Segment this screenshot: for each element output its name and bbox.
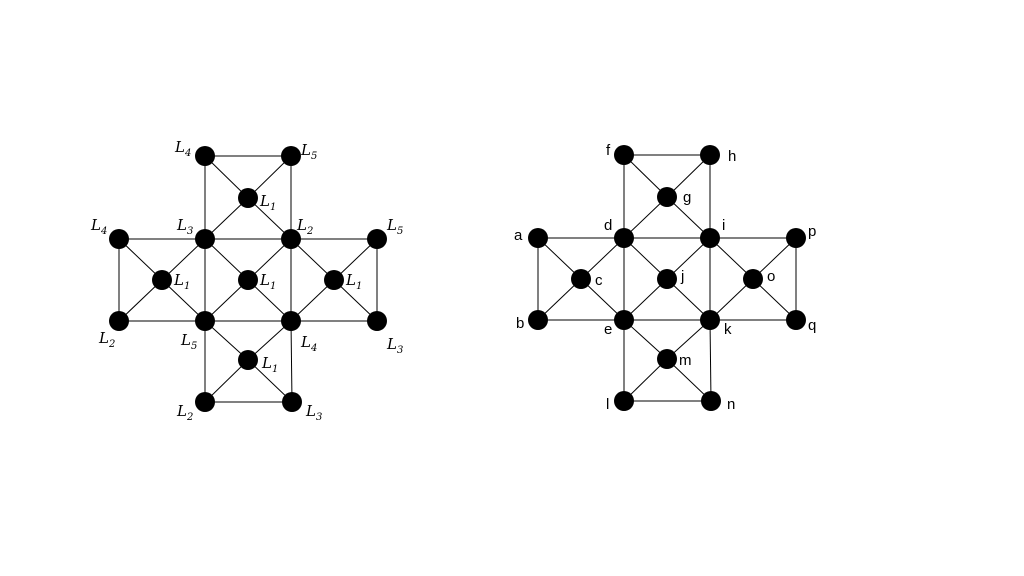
vertex-label: L1: [259, 271, 276, 292]
right-graph: f h g d i a p c j o b e k q m l n: [514, 142, 816, 413]
edge: [247, 359, 293, 403]
vertex-label: k: [724, 321, 732, 338]
edge: [666, 154, 711, 198]
vertex-label: b: [516, 315, 524, 332]
vertex-left-outer-top: [109, 229, 129, 249]
vertex-label: d: [604, 217, 612, 234]
vertex-upper-right: [700, 228, 720, 248]
vertex-label: q: [808, 317, 816, 334]
edge: [709, 319, 712, 402]
vertex-label: L3: [176, 216, 193, 237]
vertex-bottom-left: [195, 392, 215, 412]
vertex-label: l: [606, 396, 609, 413]
vertex-label: L4: [174, 138, 191, 159]
edge: [623, 358, 668, 402]
vertex-right-center: [743, 269, 763, 289]
vertex-label: L4: [90, 216, 107, 237]
vertex-label: L1: [261, 354, 278, 375]
vertex-center: [657, 269, 677, 289]
vertex-center: [238, 270, 258, 290]
vertex-label: L1: [173, 271, 190, 292]
vertex-label: g: [683, 189, 691, 206]
vertex-left-center: [152, 270, 172, 290]
vertex-lower-left: [195, 311, 215, 331]
vertex-top-left: [195, 146, 215, 166]
vertex-lower-left: [614, 310, 634, 330]
vertex-label: j: [680, 268, 684, 285]
edge: [666, 358, 712, 402]
vertex-label: L2: [98, 329, 115, 350]
vertex-left-outer-bottom: [109, 311, 129, 331]
vertex-label: L1: [259, 192, 276, 213]
vertex-label: p: [808, 223, 816, 240]
vertex-upper-left: [195, 229, 215, 249]
vertex-bottom-center: [657, 349, 677, 369]
vertex-label: n: [727, 396, 735, 413]
vertex-top-left: [614, 145, 634, 165]
vertex-label: a: [514, 227, 523, 244]
vertex-left-center: [571, 269, 591, 289]
edge: [247, 155, 292, 199]
vertex-right-outer-top: [367, 229, 387, 249]
edge: [204, 359, 249, 403]
vertex-label: e: [604, 321, 612, 338]
vertex-right-outer-bottom: [367, 311, 387, 331]
vertex-bottom-right: [282, 392, 302, 412]
edge: [623, 154, 668, 198]
vertex-lower-right: [700, 310, 720, 330]
vertex-label: o: [767, 268, 775, 285]
vertex-label: c: [595, 272, 603, 289]
vertex-right-outer-top: [786, 228, 806, 248]
vertex-label: L2: [176, 402, 193, 423]
vertex-label: L5: [386, 216, 403, 237]
vertex-bottom-left: [614, 391, 634, 411]
vertex-label: L2: [296, 216, 313, 237]
vertex-top-center: [238, 188, 258, 208]
vertex-label: L5: [180, 331, 197, 352]
vertex-upper-right: [281, 229, 301, 249]
vertex-label: L4: [300, 333, 317, 354]
vertex-upper-left: [614, 228, 634, 248]
vertex-label: h: [728, 148, 736, 165]
vertex-left-outer-bottom: [528, 310, 548, 330]
edge: [204, 155, 249, 199]
vertex-right-outer-bottom: [786, 310, 806, 330]
vertex-top-right: [700, 145, 720, 165]
vertex-bottom-center: [238, 350, 258, 370]
vertex-label: L1: [345, 271, 362, 292]
vertex-label: f: [606, 142, 611, 159]
vertex-lower-right: [281, 311, 301, 331]
vertex-top-center: [657, 187, 677, 207]
vertex-label: L5: [300, 141, 317, 162]
vertex-top-right: [281, 146, 301, 166]
edge: [290, 320, 293, 403]
vertex-label: i: [722, 217, 725, 234]
vertex-left-outer-top: [528, 228, 548, 248]
vertex-label: L3: [386, 335, 403, 356]
vertex-label: m: [679, 352, 692, 369]
vertex-right-center: [324, 270, 344, 290]
vertex-bottom-right: [701, 391, 721, 411]
vertex-label: L3: [305, 402, 322, 423]
